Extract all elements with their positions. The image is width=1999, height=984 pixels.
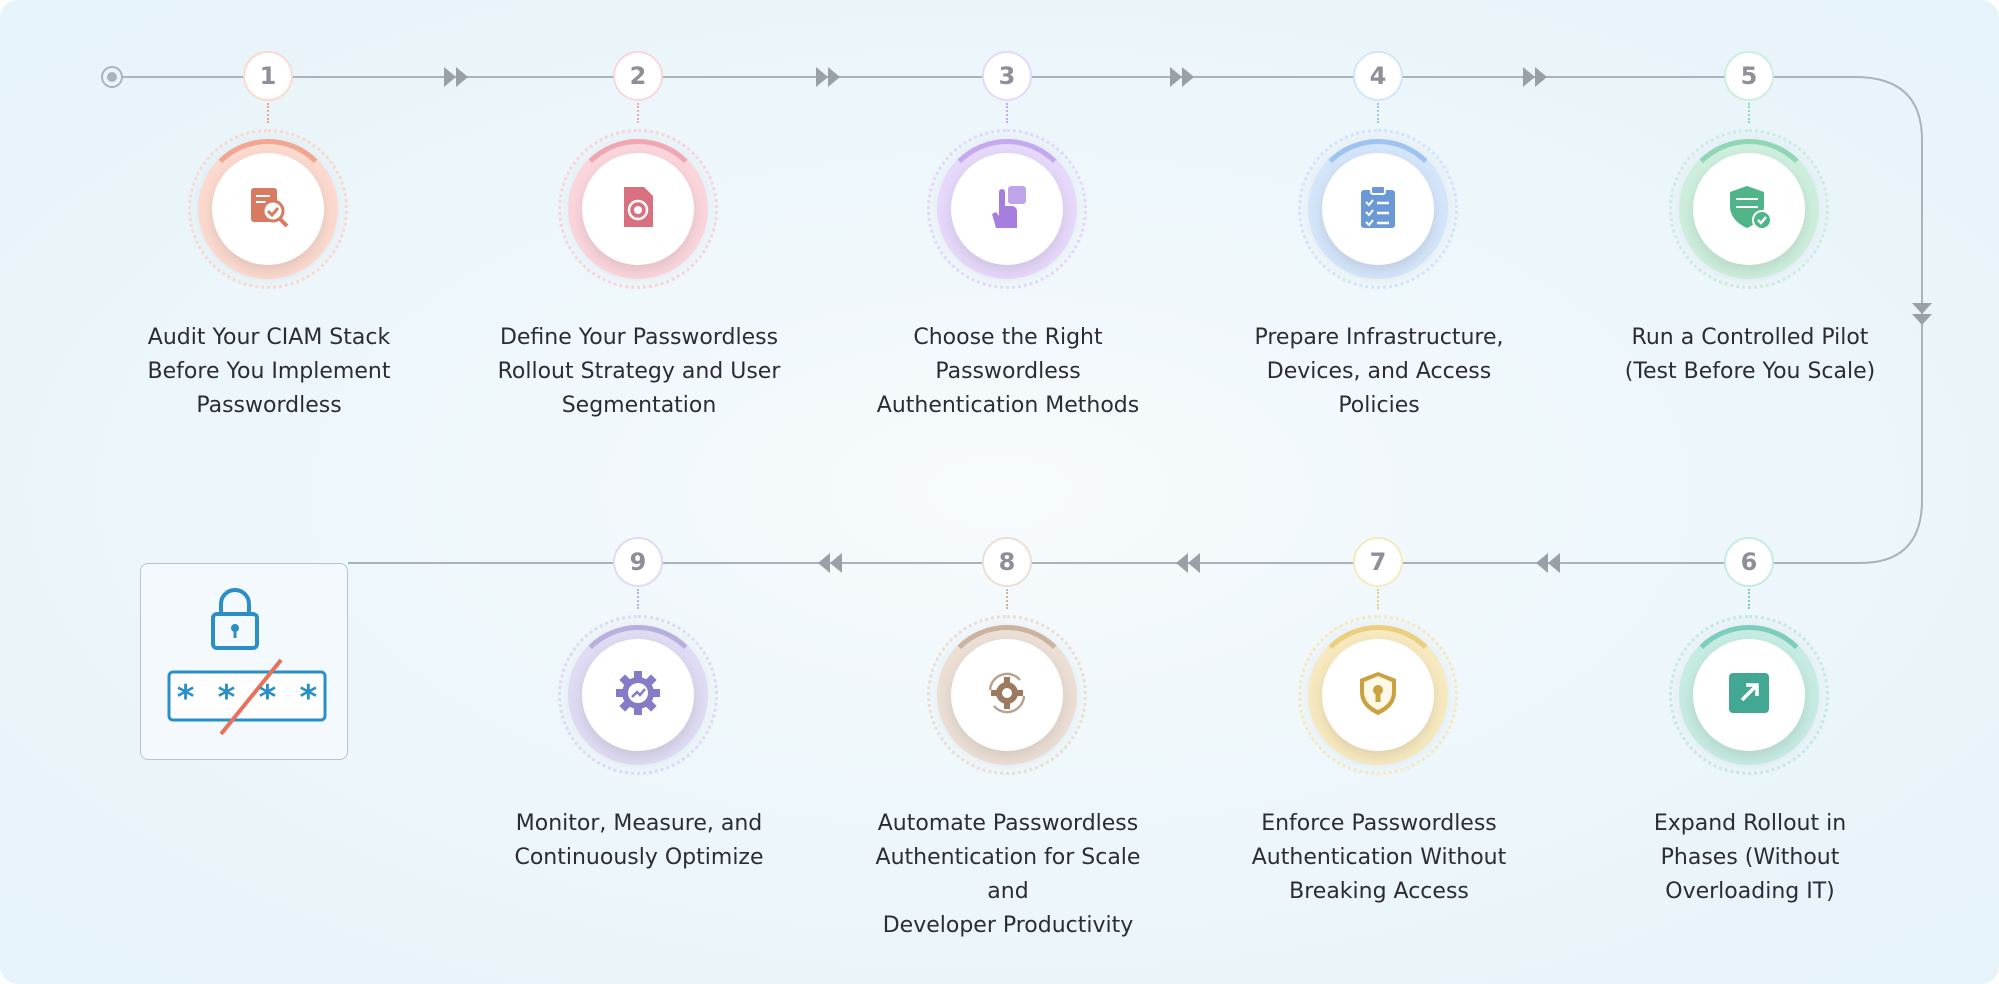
step-label-line: Define Your Passwordless [499, 325, 779, 350]
step-number: 8 [982, 537, 1032, 587]
step-number: 9 [613, 537, 663, 587]
step-label-line: Continuously Optimize [514, 845, 764, 870]
step-label-line: Prepare Infrastructure, [1254, 325, 1504, 350]
step-label-line: Segmentation [561, 393, 717, 418]
step-number: 2 [613, 51, 663, 101]
step-label-line: Authentication Methods [876, 393, 1140, 418]
step-label-line: Developer Productivity [882, 913, 1134, 938]
expand-arrow-icon [1724, 668, 1774, 722]
step-label-line: Passwordless [935, 359, 1081, 384]
step-label-line: Authentication for Scale and [875, 845, 1141, 904]
shield-lock-icon [1353, 668, 1403, 722]
step-label-line: (Test Before You Scale) [1624, 359, 1876, 384]
step-label-line: Rollout Strategy and User [497, 359, 781, 384]
step-label-line: Enforce Passwordless [1261, 811, 1497, 836]
step-label-line: Phases (Without [1660, 845, 1840, 870]
optimize-gear-icon [613, 668, 663, 722]
step-number: 7 [1353, 537, 1403, 587]
step-label-line: Breaking Access [1289, 879, 1469, 904]
shield-check-icon [1724, 182, 1774, 236]
step-number: 6 [1724, 537, 1774, 587]
step-label-line: Automate Passwordless [877, 811, 1139, 836]
password-field [167, 670, 327, 722]
step-label-line: Monitor, Measure, and [515, 811, 763, 836]
touch-select-icon [982, 182, 1032, 236]
strike-line [219, 658, 283, 736]
step-label-line: Authentication Without [1251, 845, 1507, 870]
step-number: 1 [243, 51, 293, 101]
step-label-line: Choose the Right [913, 325, 1103, 350]
audit-search-icon [243, 182, 293, 236]
step-number: 5 [1724, 51, 1774, 101]
step-label-line: Run a Controlled Pilot [1631, 325, 1869, 350]
step-label: Prepare Infrastructure, Devices, and Acce… [1229, 321, 1529, 423]
step-label-line: Policies [1338, 393, 1420, 418]
target-document-icon [613, 182, 663, 236]
automation-gear-icon [982, 668, 1032, 722]
password-illustration-svg [167, 588, 327, 736]
step-label: Run a Controlled Pilot (Test Before You S… [1600, 321, 1900, 389]
step-label-line: Passwordless [196, 393, 342, 418]
masked-password: * * * * [175, 678, 319, 718]
step-label-line: Audit Your CIAM Stack [147, 325, 391, 350]
step-number: 3 [982, 51, 1032, 101]
step-label-line: Devices, and Access [1266, 359, 1492, 384]
step-label-line: Before You Implement [147, 359, 391, 384]
down-arrow-icon [1912, 303, 1932, 325]
step-label-line: Overloading IT) [1665, 879, 1835, 904]
passwordless-illustration: * * * * [140, 563, 348, 760]
step-number: 4 [1353, 51, 1403, 101]
step-label-line: Expand Rollout in [1653, 811, 1847, 836]
clipboard-checklist-icon [1353, 182, 1403, 236]
padlock-icon [211, 588, 259, 650]
